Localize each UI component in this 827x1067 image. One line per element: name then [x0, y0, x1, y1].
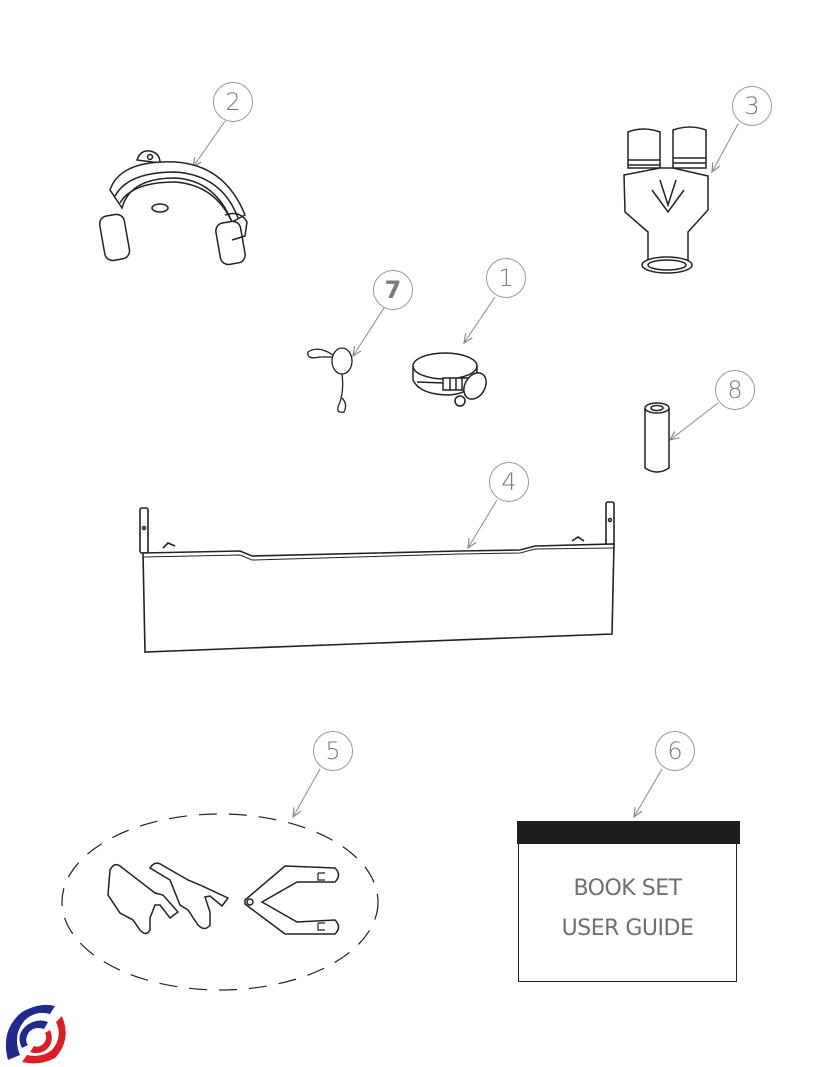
book-title-line1: BOOK SET	[573, 876, 682, 901]
callout-3: 3	[732, 86, 772, 126]
part-2-bracket	[98, 150, 248, 266]
callout-1: 1	[486, 258, 526, 298]
part-4-front-panel	[139, 501, 615, 653]
part-1-hose-clamp	[412, 352, 487, 407]
callout-7: 7	[373, 270, 413, 310]
callout-6: 6	[655, 731, 695, 771]
book-cover-band	[517, 821, 740, 844]
part-6-book	[518, 844, 737, 982]
part-3-y-connector	[623, 126, 709, 274]
part-7-lanyard	[307, 347, 353, 413]
brand-logo	[5, 1004, 66, 1064]
callout-5: 5	[313, 731, 353, 771]
part-8-spacer	[644, 402, 670, 473]
part-5-plates	[61, 813, 379, 991]
callout-2: 2	[213, 82, 253, 122]
book-title-line2: USER GUIDE	[561, 916, 694, 941]
callout-4: 4	[489, 462, 529, 502]
callout-8: 8	[715, 370, 755, 410]
leader-lines	[193, 120, 739, 817]
